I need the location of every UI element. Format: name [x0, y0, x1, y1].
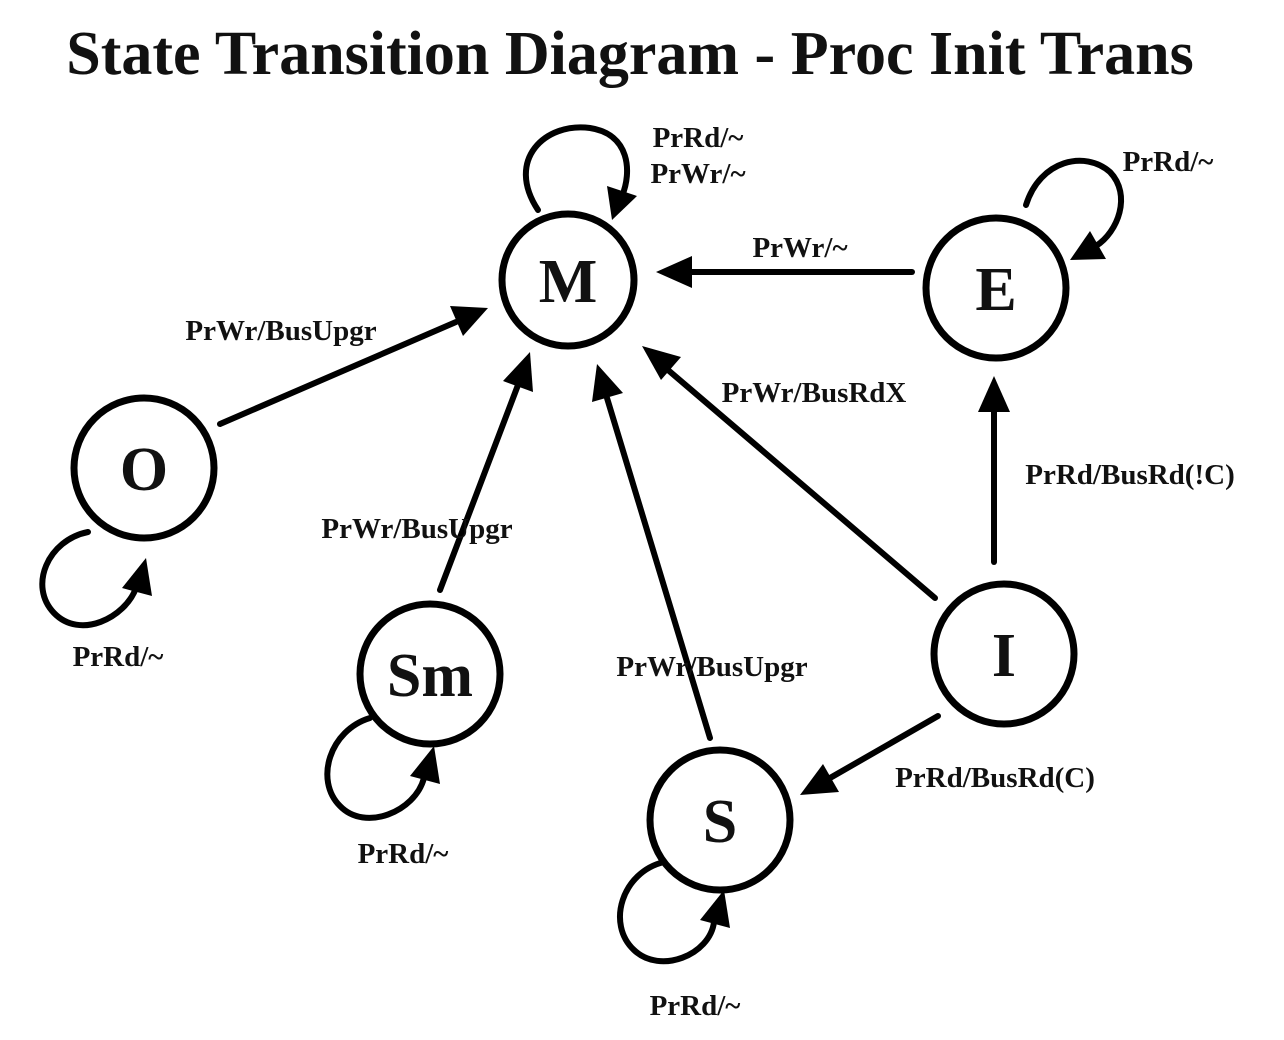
- arrowhead-s-to-m: [592, 364, 623, 402]
- arrowhead-sm-self-loop: [410, 746, 440, 784]
- arrowhead-e-self-loop: [1070, 231, 1106, 260]
- state-o: O: [70, 394, 218, 542]
- label-m-self-write: PrWr/~: [650, 158, 745, 190]
- state-m-circle: [498, 210, 638, 350]
- state-i-circle: [930, 580, 1078, 728]
- state-sm: Sm: [356, 600, 504, 748]
- edge-o-self-loop: [39, 529, 139, 628]
- arrowhead-o-self-loop: [122, 558, 152, 596]
- state-m: M: [498, 210, 638, 350]
- label-s-to-m: PrWr/BusUpgr: [616, 651, 807, 683]
- state-sm-circle: [356, 600, 504, 748]
- arrowhead-i-to-m: [642, 346, 681, 380]
- label-i-to-s: PrRd/BusRd(C): [895, 762, 1095, 794]
- arrowhead-i-to-s: [800, 764, 839, 795]
- state-m-label: M: [539, 248, 598, 316]
- state-e: E: [922, 214, 1070, 362]
- label-s-self: PrRd/~: [650, 990, 741, 1022]
- state-o-circle: [70, 394, 218, 542]
- arrowhead-s-self-loop: [700, 890, 730, 928]
- state-i: I: [930, 580, 1078, 728]
- label-sm-self: PrRd/~: [358, 838, 449, 870]
- edge-m-self-loop: [522, 124, 630, 213]
- label-o-to-m: PrWr/BusUpgr: [185, 315, 376, 347]
- arrowhead-e-to-m: [656, 256, 692, 288]
- label-m-self-read: PrRd/~: [653, 122, 744, 154]
- label-e-self: PrRd/~: [1123, 146, 1214, 178]
- state-o-label: O: [120, 436, 168, 504]
- edge-s-self-loop: [617, 859, 717, 965]
- label-o-self: PrRd/~: [73, 641, 164, 673]
- arrowhead-o-to-m: [450, 306, 488, 336]
- state-e-circle: [922, 214, 1070, 362]
- edge-sm-to-m: [437, 382, 521, 593]
- state-i-label: I: [992, 622, 1016, 690]
- edge-o-to-m: [217, 319, 459, 427]
- edge-i-to-m: [665, 367, 938, 601]
- state-sm-label: Sm: [387, 642, 473, 710]
- label-e-to-m: PrWr/~: [752, 232, 847, 264]
- label-i-to-e: PrRd/BusRd(!C): [1025, 459, 1234, 491]
- edge-s-to-m: [604, 395, 713, 741]
- edge-i-to-s: [827, 713, 941, 781]
- diagram-title: State Transition Diagram - Proc Init Tra…: [66, 20, 1193, 88]
- state-e-label: E: [975, 256, 1016, 324]
- state-s-circle: [646, 746, 794, 894]
- arrowhead-i-to-e: [978, 376, 1010, 412]
- label-sm-to-m: PrWr/BusUpgr: [321, 513, 512, 545]
- state-s: S: [646, 746, 794, 894]
- label-i-to-m: PrWr/BusRdX: [722, 377, 907, 409]
- state-s-label: S: [703, 788, 737, 856]
- arrowhead-m-self-loop: [607, 186, 637, 220]
- arrowhead-sm-to-m: [503, 352, 533, 392]
- edge-e-self-loop: [1023, 157, 1124, 249]
- edge-sm-self-loop: [324, 715, 427, 821]
